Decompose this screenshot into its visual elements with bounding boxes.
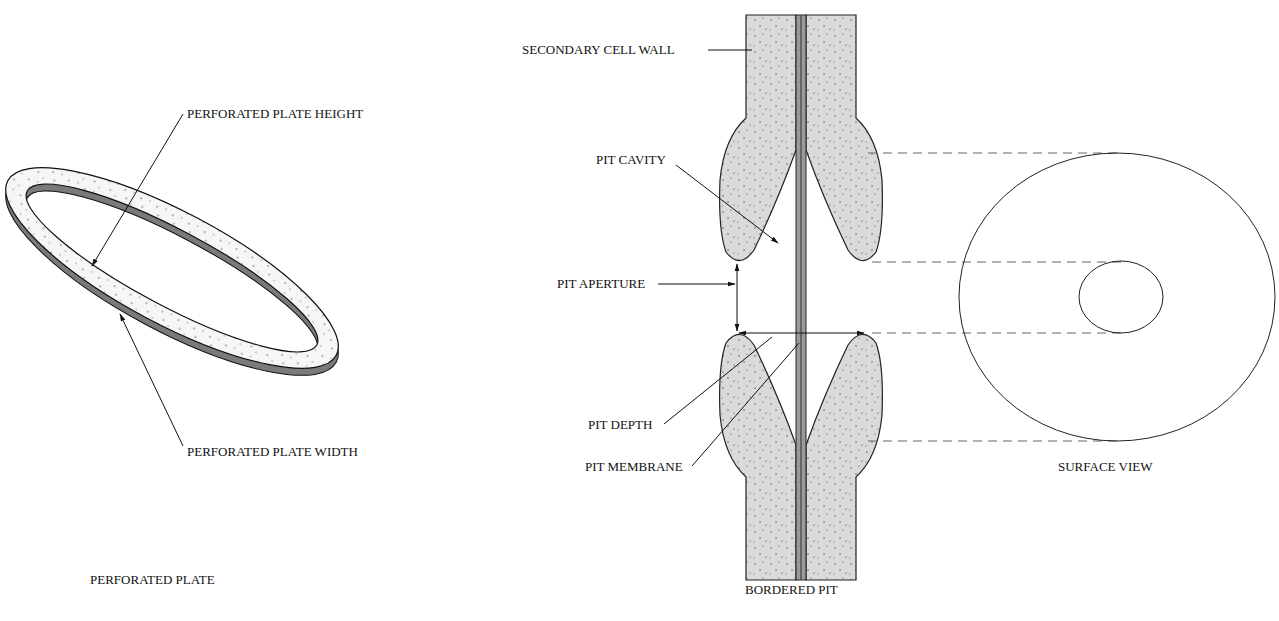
part-label: PERFORATED PLATE bbox=[90, 572, 215, 588]
part-label: BORDERED PIT bbox=[745, 582, 838, 598]
part-label: SURFACE VIEW bbox=[1058, 459, 1153, 475]
surface-view-aperture bbox=[1079, 261, 1163, 333]
depth-dimension bbox=[739, 333, 864, 334]
part-label: PIT MEMBRANE bbox=[585, 459, 683, 475]
part-label: PIT CAVITY bbox=[596, 152, 666, 168]
leader-line bbox=[120, 314, 183, 446]
aperture-dimension bbox=[737, 264, 738, 331]
pit-membrane bbox=[796, 15, 806, 580]
part-label: PIT DEPTH bbox=[588, 417, 652, 433]
part-label: PIT APERTURE bbox=[557, 276, 645, 292]
bordered-pit-section bbox=[720, 15, 883, 580]
part-label: PERFORATED PLATE WIDTH bbox=[187, 444, 358, 460]
surface-view-border bbox=[959, 153, 1275, 441]
leader-line bbox=[92, 114, 183, 266]
part-label: PERFORATED PLATE HEIGHT bbox=[187, 106, 363, 122]
perforated-plate bbox=[0, 131, 363, 412]
part-label: SECONDARY CELL WALL bbox=[522, 42, 675, 58]
